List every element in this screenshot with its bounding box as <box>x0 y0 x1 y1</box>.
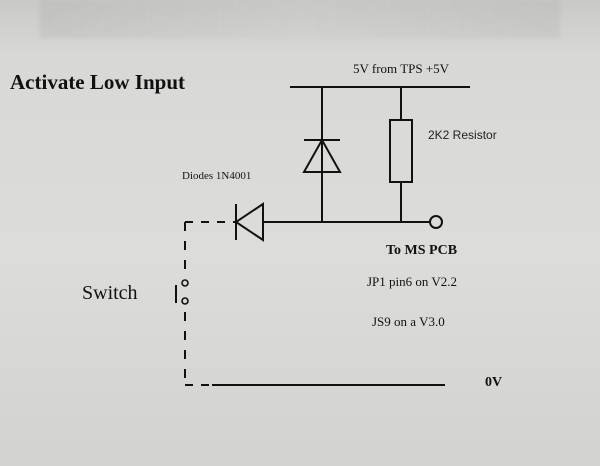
output-terminal <box>429 215 443 229</box>
supply-label: 5V from TPS +5V <box>353 61 450 76</box>
js9-note: JS9 on a V3.0 <box>372 314 445 329</box>
output-label: To MS PCB <box>386 243 458 258</box>
jp1-note: JP1 pin6 on V2.2 <box>367 274 458 289</box>
flyback-diode-symbol <box>302 137 342 173</box>
resistor-body <box>389 119 413 183</box>
resistor-label: 2K2 Resistor <box>428 128 497 142</box>
switch-contact-top <box>181 279 189 287</box>
diagram-title: Activate Low Input <box>10 70 186 94</box>
switch-label: Switch <box>82 282 138 304</box>
switch-symbol <box>175 279 189 305</box>
series-diode-body <box>234 202 264 242</box>
diodes-label: Diodes 1N4001 <box>182 170 252 182</box>
switch-contact-bottom <box>181 297 189 305</box>
ground-label: 0V <box>485 375 503 390</box>
series-diode-symbol <box>234 202 264 242</box>
faded-background-text <box>40 0 560 38</box>
flyback-diode-body <box>302 137 342 173</box>
